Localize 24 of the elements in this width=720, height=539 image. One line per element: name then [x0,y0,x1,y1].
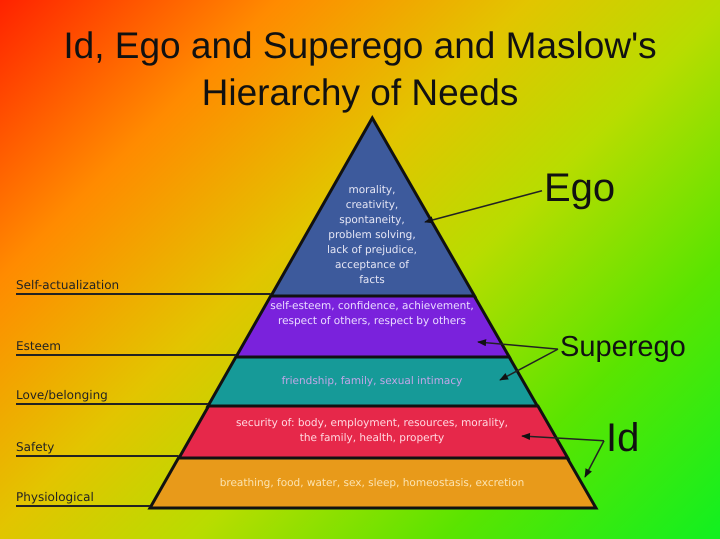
level-label: Esteem [16,339,61,353]
tier-text: self-esteem, confidence, achievement, respect of others, respect by others [269,299,475,329]
arrow [584,440,605,478]
tier-text: breathing, food, water, sex, sleep, homeostasis, excretion [218,476,526,491]
tier-text: security of: body, employment, resources, morality, the family, health, property [234,416,509,446]
arrow [521,432,604,442]
leader-line [16,293,271,295]
level-label: Safety [16,440,54,454]
title: Id, Ego and Superego and Maslow's Hierarchy of Needs [62,24,658,115]
level-label: Self-actualization [16,278,120,292]
arrow [424,190,542,224]
leader-line [16,455,179,457]
label-text: Superego [560,331,686,364]
label-text: Ego [544,166,616,211]
label-text: Id [606,416,640,461]
leader-line [16,403,208,405]
leader-line [16,354,236,356]
arrow [477,339,558,350]
level-label: Physiological [16,490,94,504]
tier-text: friendship, family, sexual intimacy [280,374,464,389]
arrow [499,348,558,381]
tier-text: morality, creativity, spontaneity, problem solving, lack of prejudice, acceptance of facts [326,183,418,288]
leader-line [16,505,150,507]
level-label: Love/belonging [16,388,108,402]
